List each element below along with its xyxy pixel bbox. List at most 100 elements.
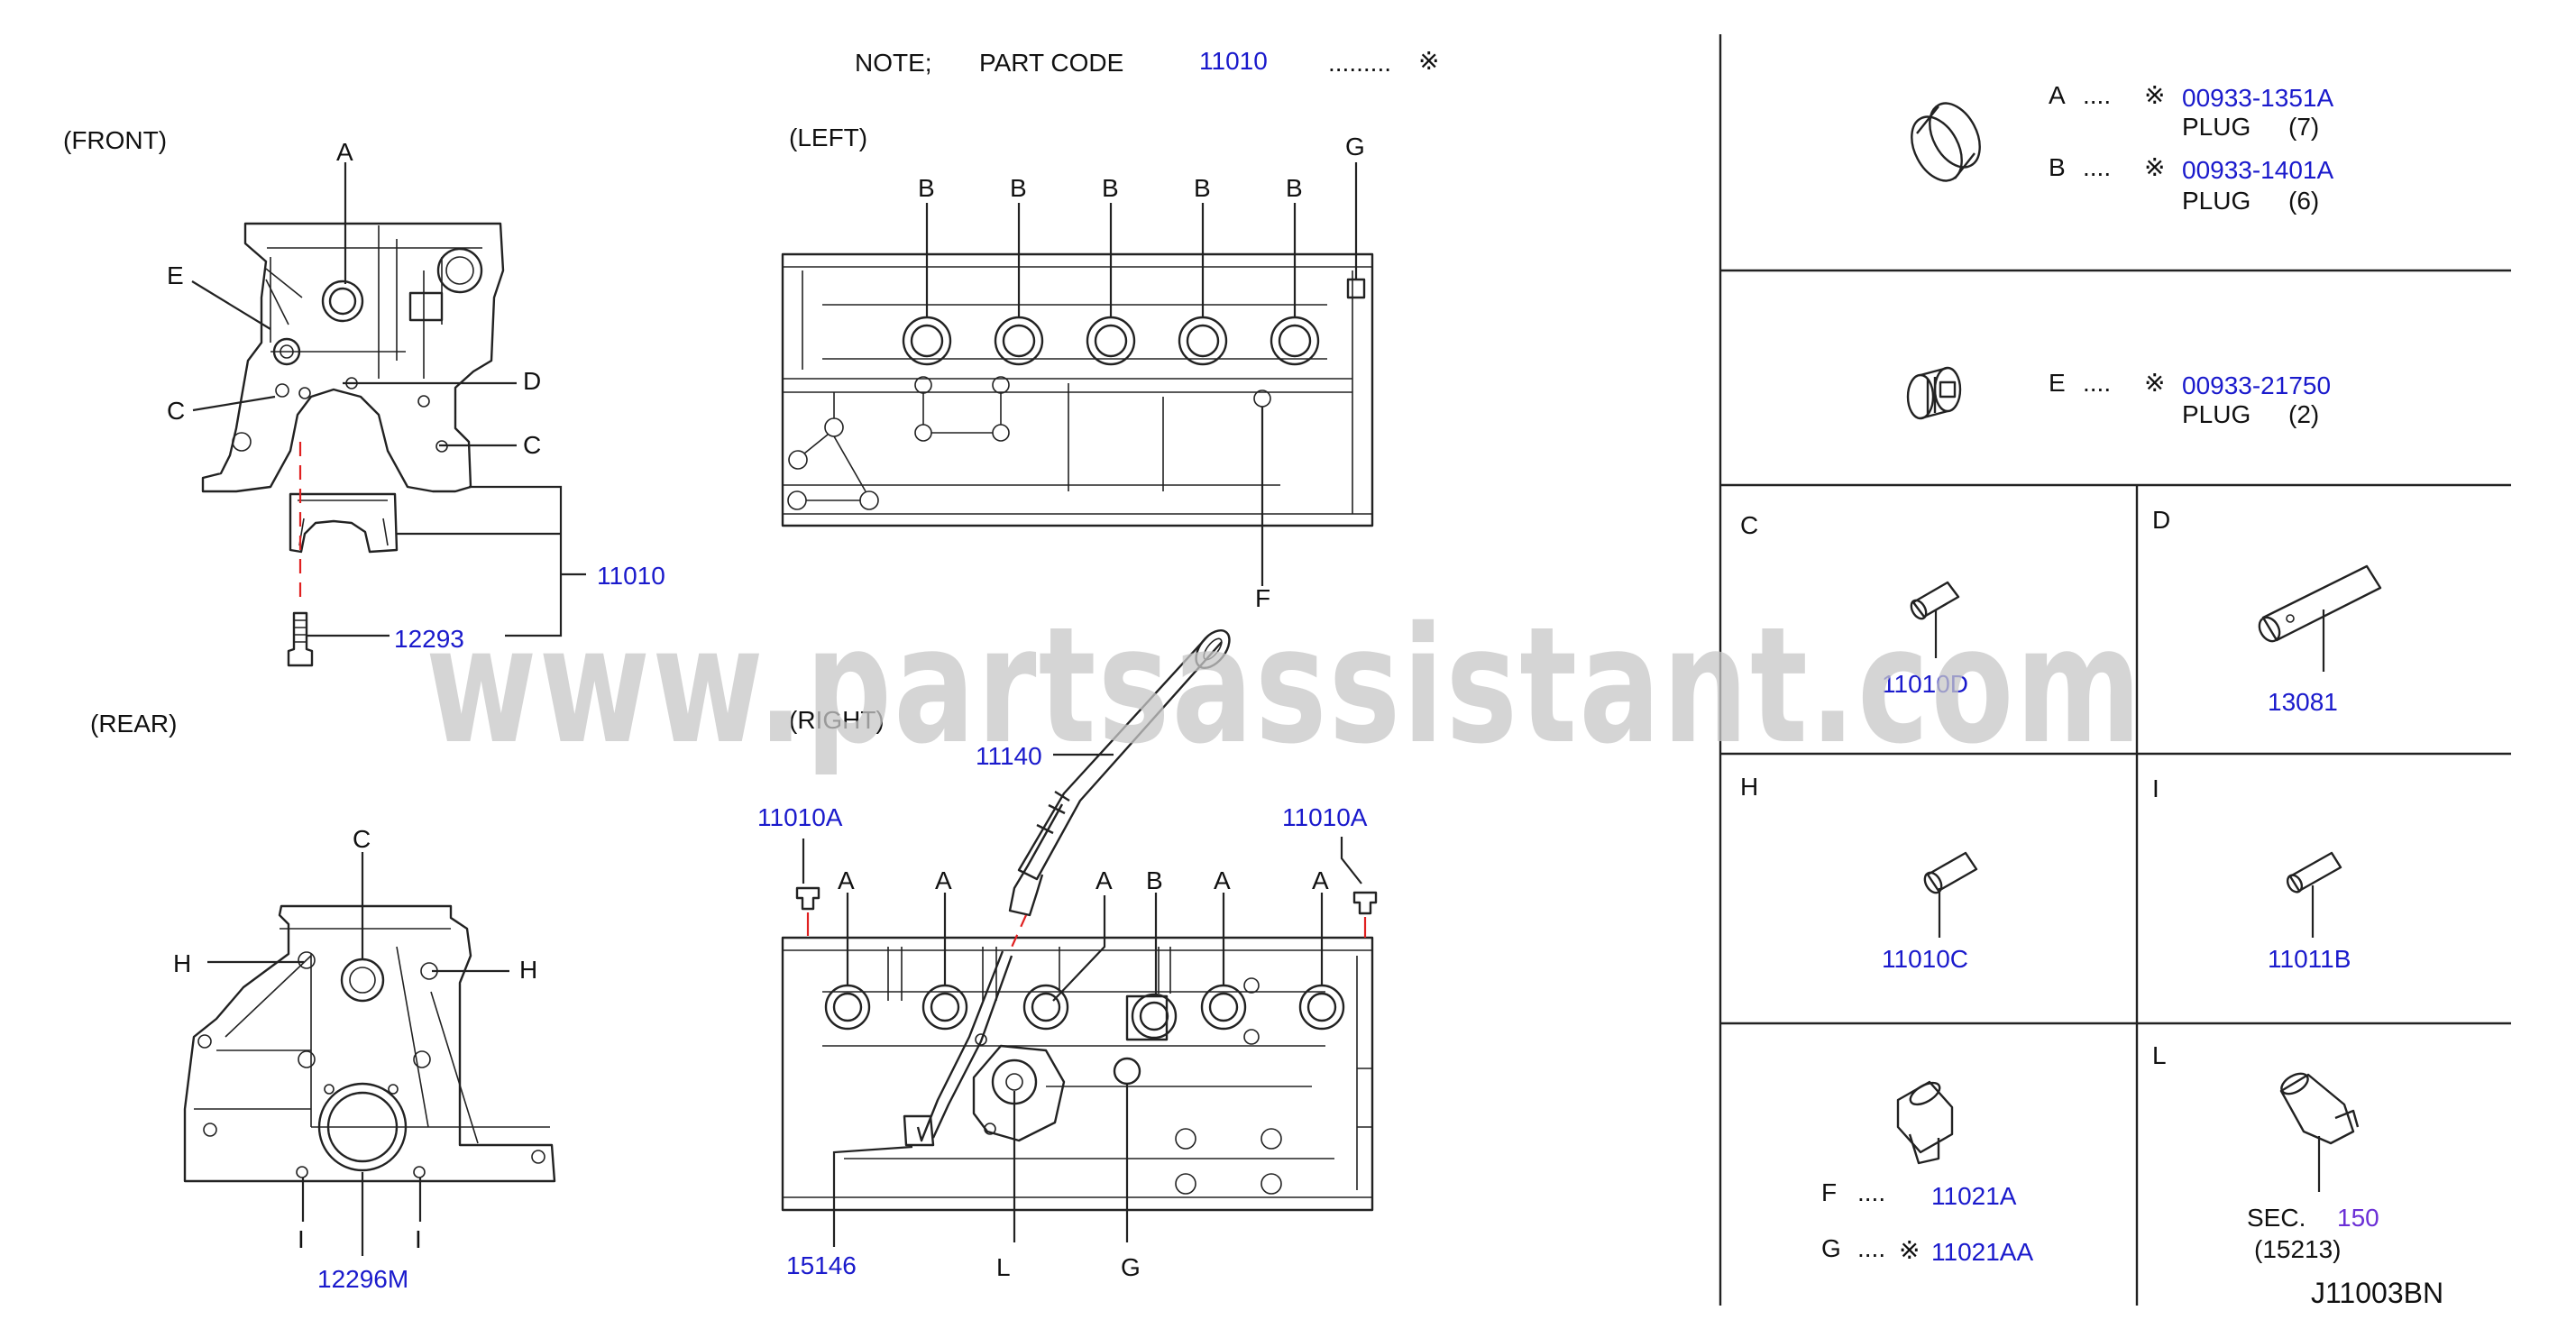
legend-I-letter: I: [2152, 774, 2159, 802]
right-label-A2: A: [935, 866, 952, 894]
right-plugs: [824, 984, 1345, 1040]
legend-E-code-link[interactable]: 00933-21750: [2182, 371, 2331, 399]
legend-cell-AB: A .... ※ 00933-1351A PLUG (7) B .... ※ 0…: [1911, 81, 2333, 215]
right-label-B: B: [1146, 866, 1163, 894]
dipstick-tube: [916, 950, 1013, 1142]
plug-cup-icon: [1911, 102, 1981, 182]
legend-G-mark: ※: [1899, 1236, 1920, 1264]
legend-cell-H: H 11010C: [1740, 773, 1978, 973]
legend-I-code-link[interactable]: 11011B: [2268, 945, 2351, 973]
part-code-link[interactable]: 11010: [1199, 47, 1268, 75]
left-label-F: F: [1255, 584, 1270, 612]
bolt-11010A-right: [1352, 891, 1378, 915]
legend-E-qty: (2): [2288, 400, 2319, 428]
legend-cell-L: L SEC. 150 (15213): [2152, 1041, 2379, 1263]
bolt-11010A-left: [795, 886, 820, 911]
right-label-A3: A: [1095, 866, 1113, 894]
header-note: NOTE; PART CODE 11010 ......... ※: [855, 47, 1439, 77]
right-label-A4: A: [1214, 866, 1231, 894]
bolt-12293: [287, 611, 314, 667]
legend-E-name: PLUG: [2182, 400, 2251, 428]
right-part-11010A-left-link[interactable]: 11010A: [757, 803, 843, 831]
legend-H-code-link[interactable]: 11010C: [1882, 945, 1968, 973]
legend-E-dots: ....: [2083, 369, 2111, 397]
legend-F-dots: ....: [1857, 1178, 1885, 1206]
legend-F-letter: F: [1821, 1178, 1837, 1206]
view-title-right: (RIGHT): [789, 706, 885, 734]
legend-E-letter: E: [2049, 369, 2066, 397]
front-part-12293-link[interactable]: 12293: [394, 625, 464, 653]
view-title-rear: (REAR): [90, 710, 177, 738]
legend-D-code-link[interactable]: 13081: [2268, 688, 2338, 716]
left-label-G: G: [1345, 133, 1365, 160]
legend-L-sec-label: SEC.: [2247, 1204, 2306, 1232]
rear-part-12296M-link[interactable]: 12296M: [317, 1265, 408, 1293]
front-part-11010-link[interactable]: 11010: [597, 562, 665, 590]
dowel-pin-icon: [1923, 851, 1978, 894]
legend-L-sec-link[interactable]: 150: [2337, 1204, 2379, 1232]
legend-B-code-link[interactable]: 00933-1401A: [2182, 156, 2333, 184]
legend-E-mark: ※: [2144, 369, 2165, 397]
legend-C-code-link[interactable]: 11010D: [1882, 670, 1968, 698]
legend-G-letter: G: [1821, 1234, 1841, 1262]
right-part-15146-link[interactable]: 15146: [786, 1251, 857, 1279]
legend-L-ref: (15213): [2254, 1235, 2342, 1263]
legend-table: A .... ※ 00933-1351A PLUG (7) B .... ※ 0…: [1719, 34, 2511, 1306]
legend-B-qty: (6): [2288, 187, 2319, 215]
rear-view: C H H I I 12296M: [173, 825, 556, 1293]
legend-cell-C: C 11010D: [1740, 511, 1968, 698]
front-label-D: D: [523, 367, 541, 395]
right-part-11010A-right-link[interactable]: 11010A: [1282, 803, 1368, 831]
right-label-L: L: [996, 1253, 1011, 1281]
rear-label-H2: H: [519, 956, 537, 984]
left-block-outline: [781, 252, 1374, 527]
rear-label-I2: I: [415, 1225, 422, 1253]
left-label-B5: B: [1286, 174, 1303, 202]
legend-L-letter: L: [2152, 1041, 2167, 1069]
note-label: NOTE;: [855, 49, 932, 77]
right-block-outline: [781, 936, 1374, 1212]
legend-G-code-link[interactable]: 11021AA: [1931, 1238, 2033, 1266]
left-label-B1: B: [918, 174, 935, 202]
right-part-11140-link[interactable]: 11140: [976, 742, 1042, 770]
legend-B-name: PLUG: [2182, 187, 2251, 215]
dipstick-11140: [1008, 635, 1223, 917]
right-label-G: G: [1121, 1253, 1141, 1281]
rear-label-C: C: [353, 825, 371, 853]
legend-F-code-link[interactable]: 11021A: [1931, 1182, 2017, 1210]
front-label-E: E: [167, 261, 184, 289]
legend-A-mark: ※: [2144, 81, 2165, 109]
note-dots: .........: [1328, 49, 1391, 77]
front-label-C2: C: [523, 431, 541, 459]
part-code-label: PART CODE: [979, 49, 1123, 77]
legend-G-dots: ....: [1857, 1234, 1885, 1262]
dowel-pin-icon: [1910, 581, 1960, 620]
drawing-id: J11003BN: [2311, 1277, 2443, 1309]
front-view: A E C D C 11010 12293: [167, 138, 665, 667]
drain-bolt-icon: [1896, 1080, 1954, 1165]
rear-label-I1: I: [298, 1225, 305, 1253]
bearing-cap: [289, 492, 399, 554]
legend-B-mark: ※: [2144, 153, 2165, 181]
watermark: www.partsassistant.com: [426, 592, 2143, 779]
legend-D-letter: D: [2152, 506, 2170, 534]
right-view: 11140 11010A 11010A A A A B A A 15146 L …: [757, 629, 1378, 1281]
view-title-front: (FRONT): [63, 126, 167, 154]
legend-A-dots: ....: [2083, 81, 2111, 109]
rear-label-H1: H: [173, 949, 191, 977]
front-label-A: A: [336, 138, 353, 166]
rear-plate-outline: [183, 904, 556, 1183]
note-mark: ※: [1418, 47, 1439, 75]
front-cover-outline: [201, 222, 505, 493]
legend-cell-D: D 13081: [2152, 506, 2382, 716]
dowel-pin-icon: [2286, 851, 2342, 894]
legend-A-code-link[interactable]: 00933-1351A: [2182, 84, 2333, 112]
legend-C-letter: C: [1740, 511, 1758, 539]
left-plugs-B: [902, 316, 1320, 366]
threaded-plug-icon: [1906, 366, 1962, 420]
right-label-A5: A: [1312, 866, 1329, 894]
legend-cell-I: I 11011B: [2152, 774, 2351, 973]
left-label-B4: B: [1194, 174, 1211, 202]
legend-A-name: PLUG: [2182, 113, 2251, 141]
